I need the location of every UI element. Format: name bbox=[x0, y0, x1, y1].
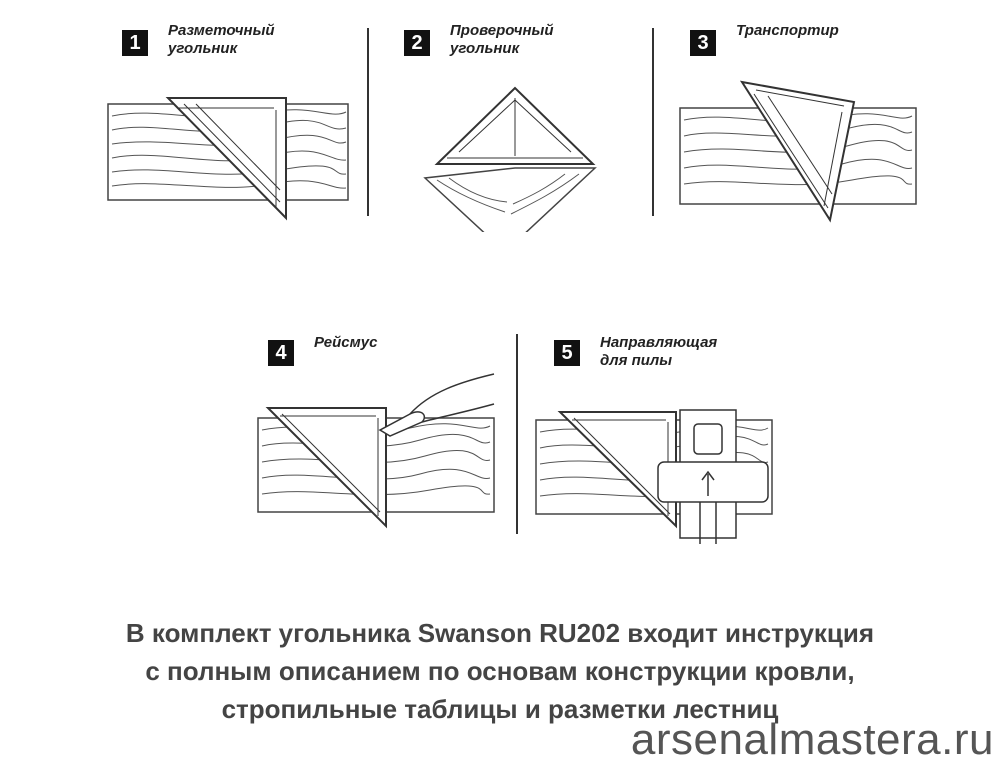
step-number-badge: 4 bbox=[268, 340, 294, 366]
section-divider bbox=[367, 28, 369, 216]
step-number-badge: 1 bbox=[122, 30, 148, 56]
step-label: Рейсмус bbox=[314, 334, 378, 351]
step-number-badge: 2 bbox=[404, 30, 430, 56]
instruction-caption: В комплект угольника Swanson RU202 входи… bbox=[0, 614, 1000, 728]
rafter-square-saw-guide-icon bbox=[535, 409, 773, 544]
caption-line: стропильные таблицы и разметки лестниц bbox=[221, 694, 779, 724]
step-label: Транспортир bbox=[736, 22, 839, 39]
step-number-badge: 5 bbox=[554, 340, 580, 366]
caption-line: В комплект угольника Swanson RU202 входи… bbox=[125, 618, 875, 648]
step-label: Разметочный угольник bbox=[168, 22, 275, 57]
rafter-square-scribe-icon bbox=[257, 373, 495, 529]
rafter-square-checking-icon bbox=[423, 86, 597, 232]
rafter-square-protractor-icon bbox=[679, 80, 917, 223]
site-watermark: arsenalmastera.ru bbox=[630, 715, 994, 764]
section-divider bbox=[516, 334, 518, 534]
step-number-badge: 3 bbox=[690, 30, 716, 56]
section-divider bbox=[652, 28, 654, 216]
caption-line: с полным описанием по основам конструкци… bbox=[145, 656, 855, 686]
step-label: Проверочный угольник bbox=[450, 22, 554, 57]
step-label: Направляющая для пилы bbox=[600, 334, 718, 369]
rafter-square-marking-icon bbox=[107, 97, 349, 221]
